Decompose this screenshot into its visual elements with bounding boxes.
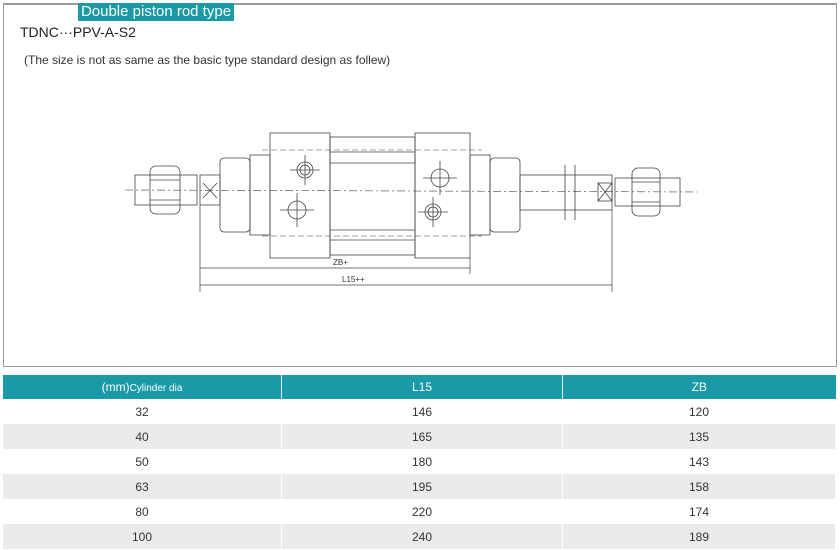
right-ring — [469, 154, 491, 236]
cylinder-tube — [329, 136, 416, 256]
left-rod-end — [199, 174, 221, 206]
right-end-cap — [489, 157, 521, 233]
cell-l15: 165 — [281, 424, 563, 449]
cell-l15: 195 — [281, 474, 563, 499]
cell-zb: 174 — [562, 499, 836, 524]
cell-dia: 63 — [3, 474, 282, 499]
model-code: TDNC···PPV-A-S2 — [20, 24, 136, 40]
right-flange — [414, 132, 471, 259]
cell-dia: 50 — [3, 449, 282, 474]
section-title: Double piston rod type — [78, 3, 234, 21]
cylinder-drawing: ZB+ L15++ — [124, 132, 698, 292]
cell-l15: 240 — [281, 524, 563, 549]
left-end-cap — [219, 157, 251, 233]
dimension-lines — [199, 205, 613, 292]
cell-zb: 143 — [562, 449, 836, 474]
header-zb: ZB — [562, 375, 836, 399]
cell-l15: 146 — [281, 399, 563, 424]
header-cylinder-dia: (mm)Cylinder dia — [3, 375, 282, 399]
header-l15: L15 — [281, 375, 563, 399]
cell-zb: 158 — [562, 474, 836, 499]
cell-dia: 80 — [3, 499, 282, 524]
right-rod — [519, 165, 613, 220]
left-nut — [134, 165, 198, 215]
cell-l15: 180 — [281, 449, 563, 474]
l15-label: L15++ — [342, 275, 365, 284]
mounting-holes — [280, 155, 457, 227]
cell-l15: 220 — [281, 499, 563, 524]
size-note: (The size is not as same as the basic ty… — [24, 53, 391, 67]
cell-dia: 100 — [3, 524, 282, 549]
left-flange — [269, 132, 331, 259]
cell-dia: 40 — [3, 424, 282, 449]
cell-dia: 32 — [3, 399, 282, 424]
left-ring — [249, 154, 271, 236]
drawing-frame — [3, 3, 837, 367]
cell-zb: 189 — [562, 524, 836, 549]
right-nut — [614, 167, 681, 217]
cell-zb: 120 — [562, 399, 836, 424]
cell-zb: 135 — [562, 424, 836, 449]
zb-label: ZB+ — [333, 258, 348, 267]
